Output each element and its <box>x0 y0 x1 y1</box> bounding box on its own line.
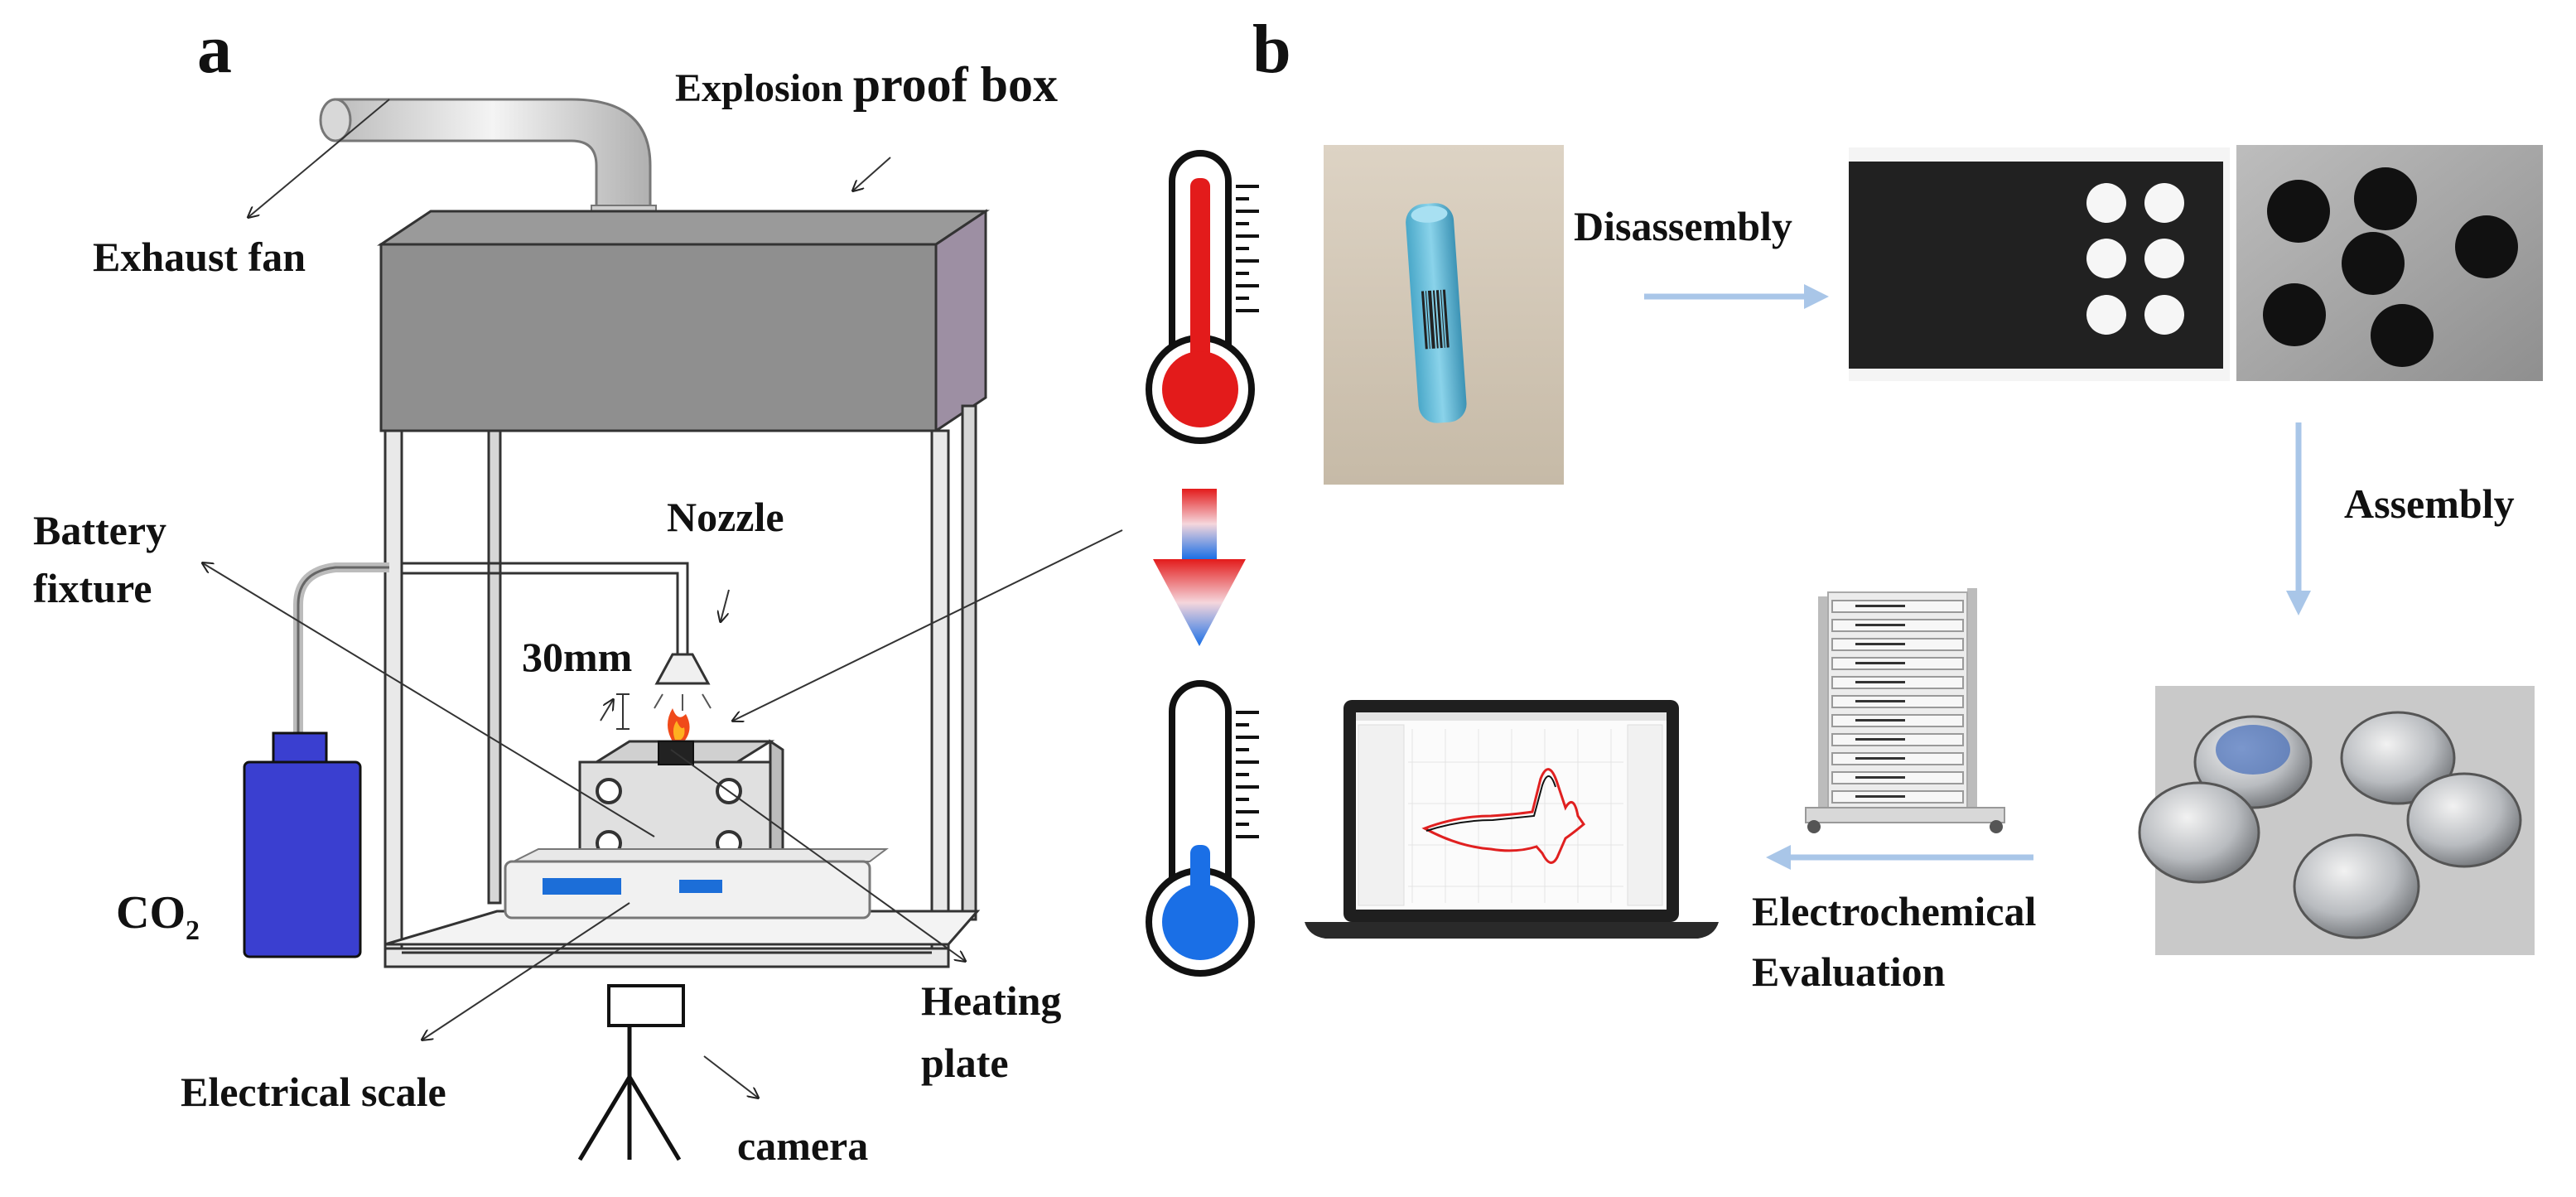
nozzle-icon <box>654 653 712 711</box>
evaluation-label-line2: Evaluation <box>1752 948 1946 995</box>
exhaust-fan-label: Exhaust fan <box>93 234 306 280</box>
electrical-scale-label: Electrical scale <box>181 1069 446 1115</box>
evaluation-label-line1: Electrochemical <box>1752 888 2037 934</box>
heating-plate-label-line1: Heating <box>921 977 1062 1024</box>
explosion-proof-box-label: Explosion proof box <box>675 57 1058 112</box>
camera-icon <box>577 984 685 1161</box>
thermometer-hot-icon <box>1146 150 1259 444</box>
photo-electrode-discs <box>2236 145 2543 381</box>
heating-plate-label-line2: plate <box>921 1040 1009 1086</box>
gas-line <box>293 562 689 750</box>
co2-cylinder <box>243 731 362 958</box>
photo-electrode-sheet <box>1849 147 2230 381</box>
thermometer-cold-icon <box>1146 680 1259 977</box>
co2-label: CO2 <box>116 887 200 946</box>
electrical-scale <box>504 848 889 919</box>
explosion-proof-box <box>377 209 990 433</box>
camera-label: camera <box>737 1122 869 1169</box>
panel-a <box>203 98 1123 1161</box>
disassembly-label: Disassembly <box>1574 203 1792 249</box>
panel-a-letter: a <box>197 11 232 88</box>
battery-fixture-label-line2: fixture <box>33 565 152 611</box>
laptop-icon <box>1305 700 1719 939</box>
photo-cylindrical-cell <box>1324 145 1564 485</box>
temperature-down-arrow <box>1153 489 1246 646</box>
battery-fixture <box>578 739 784 869</box>
exhaust-pipe <box>319 98 657 218</box>
annotation-arrows <box>203 99 1123 1098</box>
battery-tester-rack <box>1805 588 2005 833</box>
distance-label: 30mm <box>522 634 633 680</box>
flame-icon <box>668 708 690 741</box>
panel-b-letter: b <box>1252 11 1291 88</box>
panel-b <box>1305 145 2543 955</box>
battery-fixture-label-line1: Battery <box>33 507 167 553</box>
photo-coin-cells <box>2138 686 2535 955</box>
process-arrows <box>1644 284 2311 870</box>
assembly-label: Assembly <box>2344 480 2515 527</box>
distance-marker <box>600 693 630 730</box>
support-frame <box>384 404 981 968</box>
nozzle-label: Nozzle <box>667 494 784 540</box>
